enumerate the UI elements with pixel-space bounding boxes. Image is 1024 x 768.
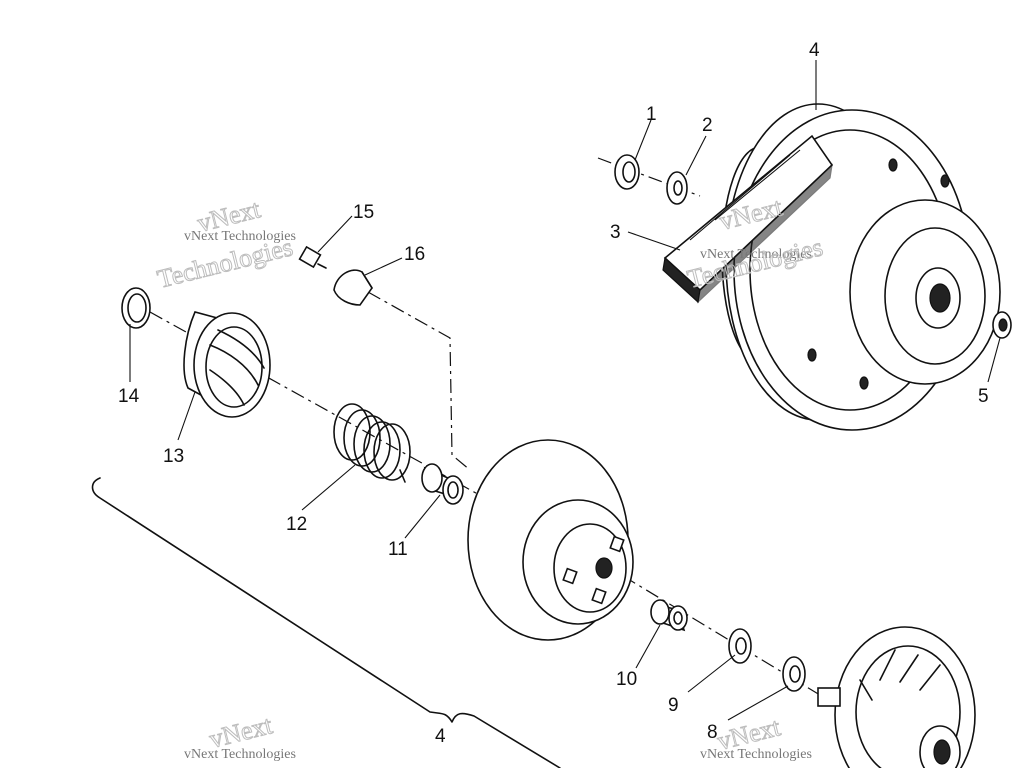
label-part-10: 10 (616, 669, 637, 690)
label-part-14: 14 (118, 386, 140, 407)
label-part-3: 3 (610, 222, 621, 243)
label-part-13: 13 (163, 446, 184, 467)
washer-2 (666, 171, 688, 205)
watermark-small-3: vNext Technologies (184, 747, 296, 762)
driven-sheave (467, 439, 634, 641)
label-part-2: 2 (702, 115, 713, 136)
washer-5 (992, 311, 1012, 339)
label-part-4-top: 4 (809, 40, 820, 61)
watermark-small-1: vNext Technologies (184, 229, 296, 244)
leader-lines (129, 60, 1001, 721)
cam-cup-13 (183, 311, 271, 418)
clutch-assembly (817, 626, 976, 768)
label-part-15: 15 (353, 202, 374, 223)
snap-ring-14 (121, 287, 151, 329)
spring-12 (333, 403, 411, 483)
washer-1 (614, 154, 640, 190)
part-number-labels: 1 2 3 4 5 8 9 10 11 12 13 14 15 16 4 (118, 40, 989, 747)
assembly-bracket (91, 477, 561, 768)
label-part-4-bottom: 4 (435, 726, 446, 747)
label-part-8: 8 (707, 722, 718, 743)
washer-8 (782, 656, 806, 692)
button-16 (333, 269, 373, 306)
label-part-1: 1 (646, 104, 657, 125)
washer-9 (728, 628, 752, 664)
label-part-9: 9 (668, 695, 679, 716)
label-part-5: 5 (978, 386, 989, 407)
bushing-11 (421, 463, 464, 505)
watermark-small-4: vNext Technologies (700, 747, 812, 762)
label-part-11: 11 (388, 539, 408, 560)
label-part-16: 16 (404, 244, 425, 265)
watermark-small-2: vNext Technologies (700, 247, 812, 262)
screw-15 (298, 245, 327, 269)
drive-belt (662, 134, 834, 304)
label-part-12: 12 (286, 514, 307, 535)
bushing-10 (650, 599, 688, 632)
